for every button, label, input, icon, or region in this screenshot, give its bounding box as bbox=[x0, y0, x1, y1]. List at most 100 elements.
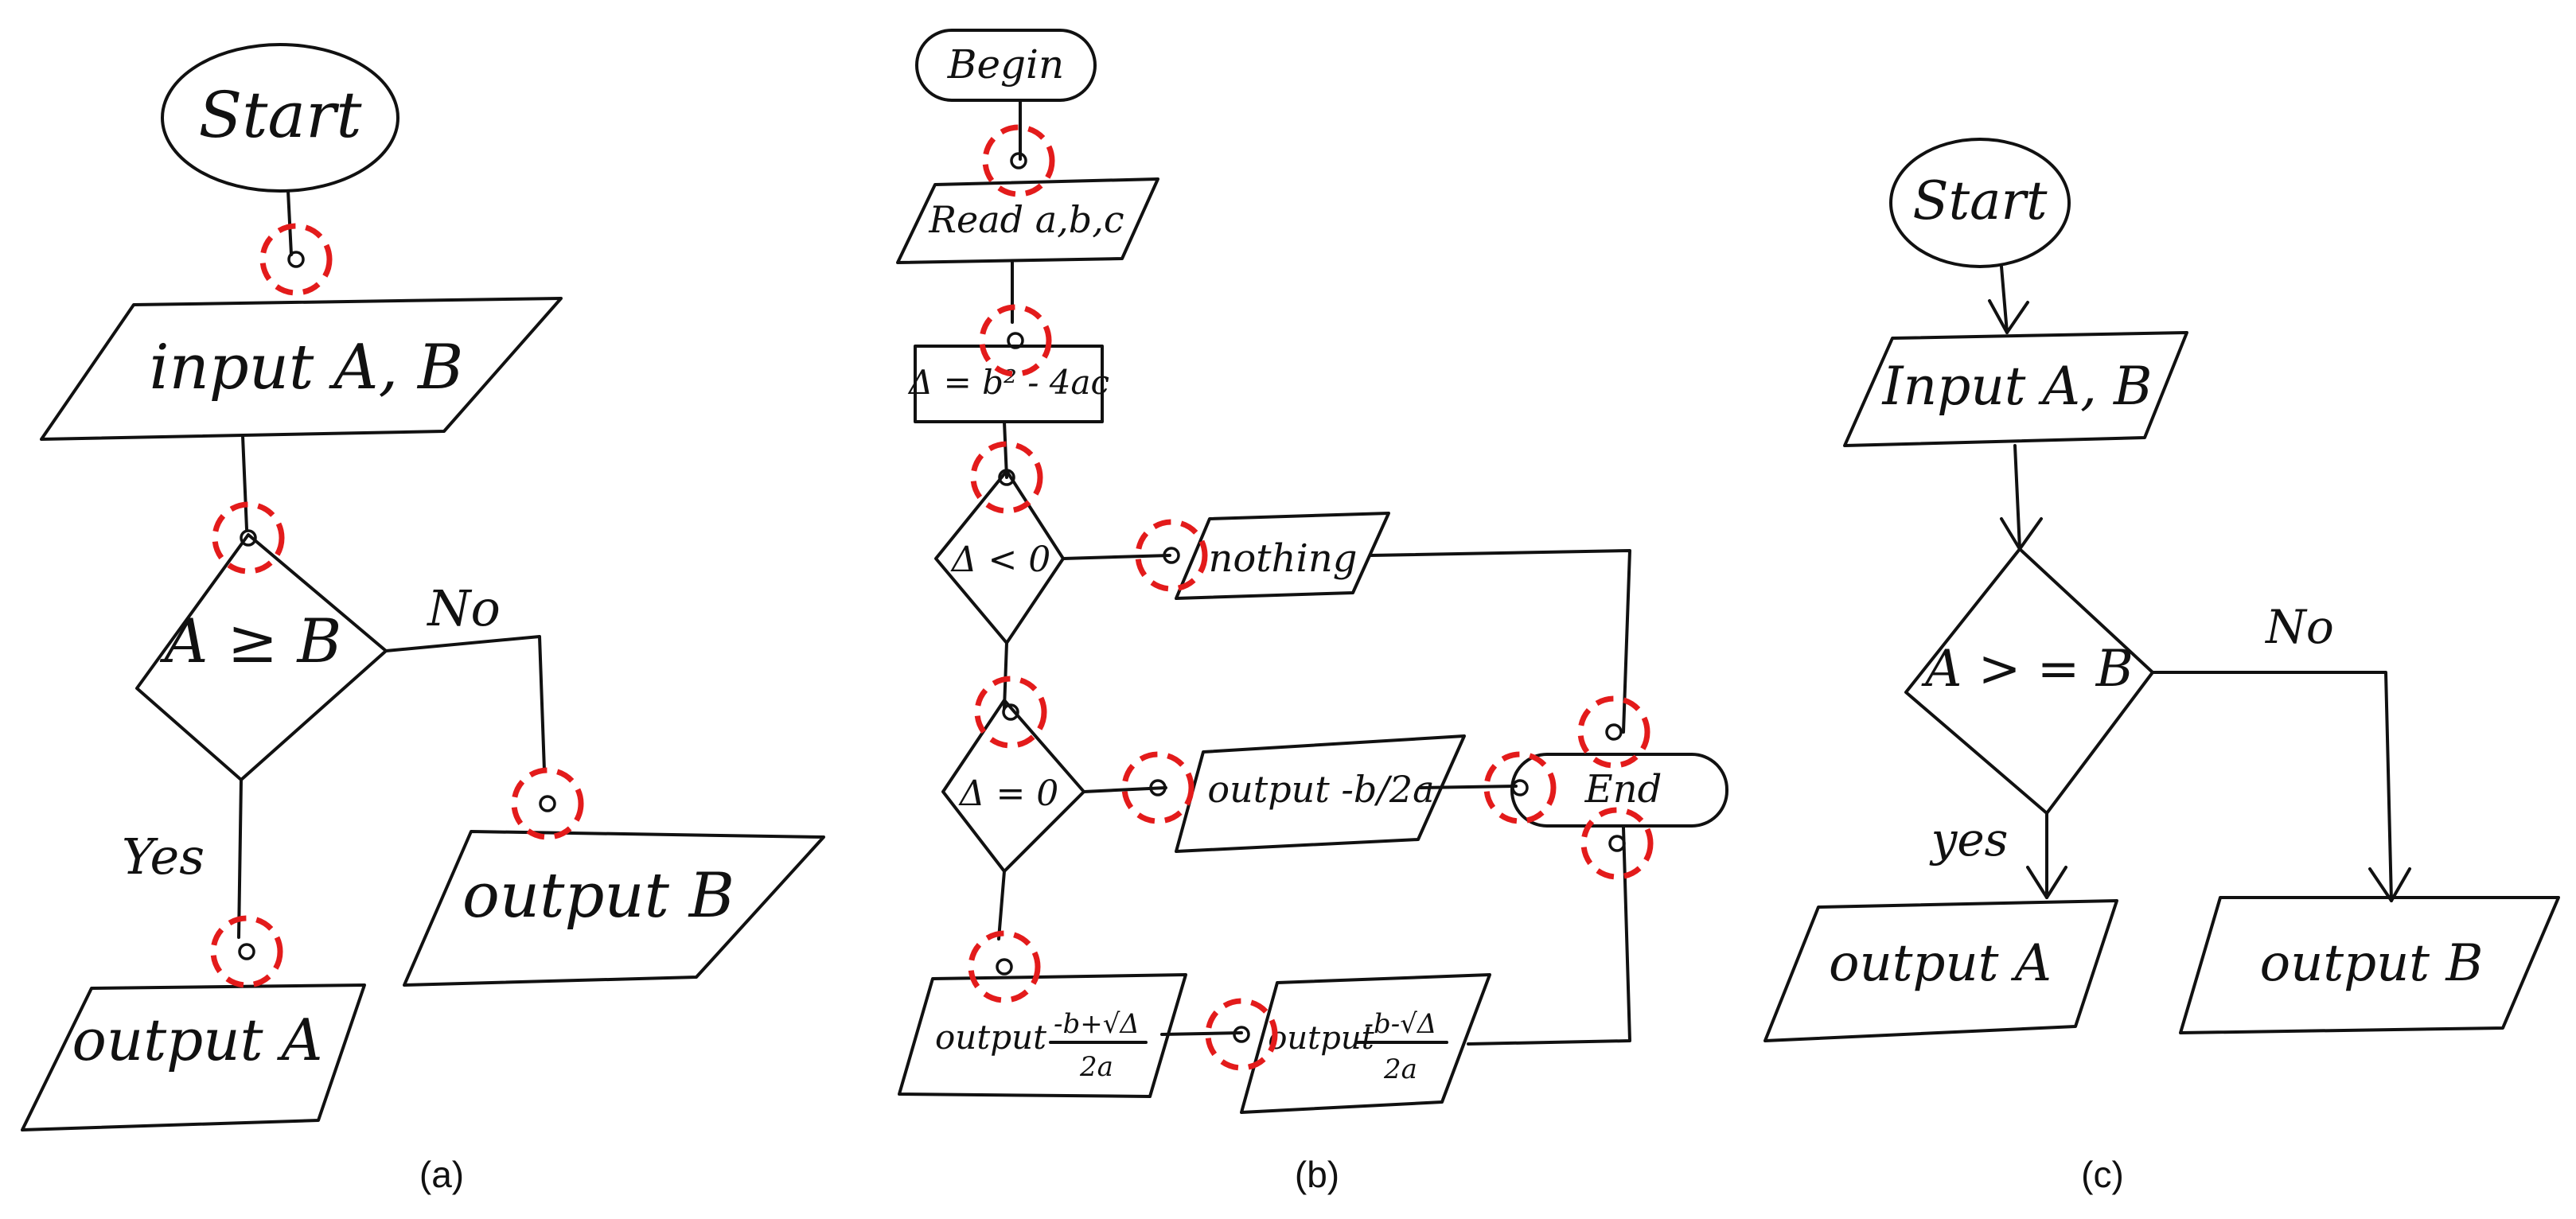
output-b-box bbox=[2179, 896, 2560, 1034]
decision-label: A ≥ B bbox=[160, 606, 342, 676]
caption-b: (b) bbox=[1295, 1154, 1339, 1195]
port-dot bbox=[1233, 1026, 1250, 1043]
port-marker bbox=[1135, 519, 1208, 592]
port-marker bbox=[210, 915, 283, 988]
connector bbox=[1419, 785, 1518, 789]
port-dot bbox=[1511, 779, 1529, 796]
no-branch-line bbox=[384, 635, 546, 772]
connector bbox=[997, 870, 1006, 941]
port-dot bbox=[539, 795, 556, 812]
output1-label: output -b/2a bbox=[1207, 768, 1434, 811]
arrow-head bbox=[2368, 867, 2411, 902]
arrow-head bbox=[2026, 866, 2067, 899]
port-dot bbox=[238, 943, 255, 960]
arrow-head bbox=[2000, 517, 2043, 551]
start-terminal bbox=[161, 43, 399, 193]
port-dot bbox=[1608, 835, 1626, 852]
port-marker bbox=[968, 930, 1041, 1003]
decision-label: A > = B bbox=[1921, 640, 2134, 699]
connector bbox=[286, 189, 293, 256]
connector bbox=[1082, 786, 1167, 793]
port-markers bbox=[968, 124, 1654, 1071]
output-b-label: output B bbox=[462, 860, 735, 932]
output3-numerator: -b-√Δ bbox=[1365, 1008, 1437, 1040]
start-terminal bbox=[1889, 138, 2071, 268]
port-dot bbox=[1007, 332, 1024, 349]
no-label: No bbox=[2264, 600, 2334, 654]
output2-box bbox=[898, 973, 1187, 1098]
output-b-box bbox=[403, 830, 825, 987]
output-a-box bbox=[1763, 899, 2118, 1042]
arrow-line bbox=[2013, 444, 2021, 551]
caption-a: (a) bbox=[419, 1154, 464, 1195]
port-marker bbox=[259, 223, 333, 296]
output-a-label: output A bbox=[1829, 934, 2052, 993]
port-dot bbox=[1002, 703, 1019, 721]
port-dot bbox=[1149, 779, 1167, 796]
no-label: No bbox=[426, 579, 501, 637]
read-box bbox=[896, 177, 1159, 264]
output-a-box bbox=[21, 983, 366, 1131]
delta-label: Δ = b² - 4ac bbox=[907, 363, 1109, 402]
port-marker bbox=[979, 304, 1052, 377]
output-a-label: output A bbox=[72, 1007, 323, 1073]
port-marker bbox=[1205, 998, 1278, 1071]
arrow-head bbox=[1988, 299, 2029, 334]
panel-c: Start Input A, B A > = B No yes output A… bbox=[1763, 138, 2560, 1195]
start-label: Start bbox=[1912, 170, 2048, 232]
port-dot bbox=[1605, 723, 1623, 741]
begin-label: Begin bbox=[947, 41, 1065, 88]
output2-numerator: -b+√Δ bbox=[1054, 1008, 1140, 1040]
port-marker bbox=[1577, 695, 1650, 769]
no-branch-line bbox=[2151, 671, 2393, 902]
yes-branch-line bbox=[237, 778, 243, 939]
read-label: Read a,b,c bbox=[928, 198, 1124, 241]
output3-prefix: output bbox=[1268, 1020, 1374, 1057]
nothing-label: nothing bbox=[1208, 536, 1357, 581]
yes-label: yes bbox=[1929, 812, 2009, 867]
input-label: Input A, B bbox=[1882, 356, 2153, 417]
input-label: input A, B bbox=[150, 332, 464, 403]
cond1-label: Δ < 0 bbox=[950, 539, 1051, 580]
port-marker bbox=[1483, 751, 1557, 824]
connector bbox=[1160, 1031, 1243, 1036]
port-dot bbox=[1010, 152, 1027, 169]
output2-denominator: 2a bbox=[1079, 1051, 1113, 1083]
port-marker bbox=[970, 441, 1043, 514]
caption-c: (c) bbox=[2081, 1154, 2124, 1195]
yes-label: Yes bbox=[122, 828, 205, 886]
port-dot bbox=[998, 469, 1015, 486]
port-marker bbox=[1580, 807, 1654, 880]
port-marker bbox=[511, 767, 584, 840]
start-label: Start bbox=[198, 78, 362, 152]
panel-b: Begin Read a,b,c Δ = b² - 4ac Δ < 0 noth… bbox=[896, 29, 1728, 1195]
connector bbox=[1003, 420, 1008, 479]
output-b-label: output B bbox=[2260, 934, 2484, 993]
output3-denominator: 2a bbox=[1383, 1053, 1417, 1085]
connector bbox=[241, 434, 248, 531]
delta-box bbox=[914, 345, 1104, 423]
begin-terminal bbox=[915, 29, 1097, 102]
panel-a: Start input A, B A ≥ B No output B Yes o… bbox=[21, 43, 825, 1195]
input-box bbox=[40, 297, 563, 441]
port-marker bbox=[974, 676, 1047, 749]
input-box bbox=[1843, 331, 2188, 447]
port-marker bbox=[1121, 751, 1194, 824]
port-marker bbox=[982, 124, 1055, 197]
port-dot bbox=[240, 529, 257, 547]
connector bbox=[1062, 554, 1171, 560]
port-markers bbox=[210, 223, 584, 988]
output1-box bbox=[1175, 734, 1466, 853]
output2-prefix: output bbox=[935, 1018, 1046, 1057]
cond2-label: Δ = 0 bbox=[958, 773, 1059, 814]
port-dot bbox=[996, 958, 1013, 976]
output3-box bbox=[1240, 973, 1491, 1114]
nothing-to-end-line bbox=[1369, 549, 1631, 734]
end-label: End bbox=[1584, 767, 1662, 812]
arrow-line bbox=[2000, 265, 2009, 334]
output3-to-end-line bbox=[1467, 826, 1631, 1046]
port-dot bbox=[287, 251, 305, 268]
port-dot bbox=[1163, 547, 1180, 564]
port-marker bbox=[212, 501, 285, 574]
